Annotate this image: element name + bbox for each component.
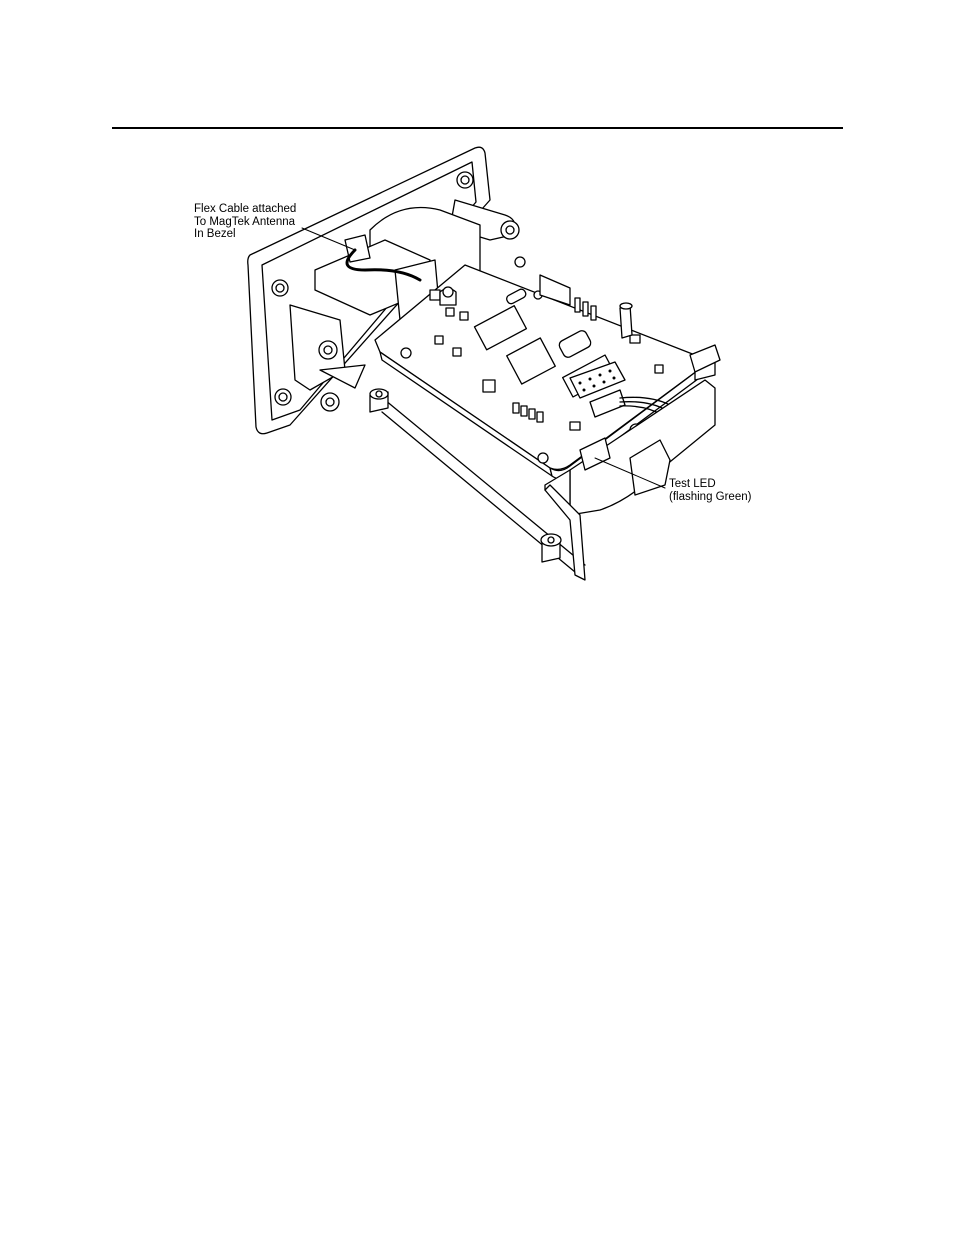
header-rule: [112, 127, 843, 129]
flex-cable-callout: Flex Cable attached To MagTek Antenna In…: [194, 203, 296, 241]
leader-lines: [301, 227, 666, 489]
bezel-brackets: [289, 199, 520, 412]
test-led-callout-line: (flashing Green): [669, 490, 752, 503]
card-reader-diagram: [150, 140, 800, 590]
flex-cable-callout-line: In Bezel: [194, 228, 236, 240]
mounting-bracket: [369, 388, 586, 581]
flex-cable: [344, 234, 422, 282]
test-led-callout: Test LED (flashing Green): [669, 478, 751, 503]
flex-cable-callout-line: Flex Cable attached: [194, 203, 297, 215]
test-led-callout-line: Test LED: [669, 478, 716, 490]
connector-header: [569, 361, 626, 399]
card-reader-illustration: [247, 146, 721, 581]
flex-cable-callout-line: To MagTek Antenna: [194, 215, 296, 228]
